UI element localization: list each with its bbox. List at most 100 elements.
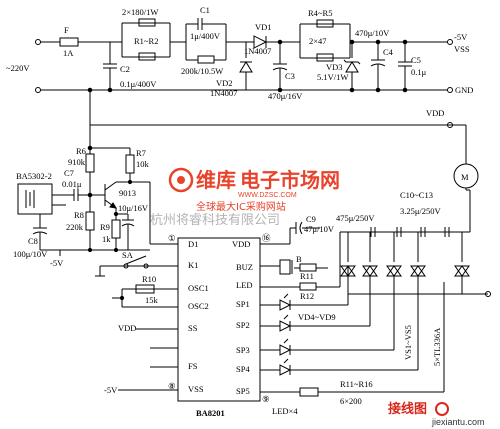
pin-sp3: SP3 [236, 345, 250, 355]
res-r11r16-label: R11~R16 [340, 379, 373, 389]
cap-c2-value: 0.1μ/400V [120, 79, 157, 89]
res-r8-value: 220k [66, 222, 84, 232]
cap-c3-value: 470μ/16V [268, 91, 303, 101]
watermark-brand: 维库 [196, 168, 236, 192]
diode-vd1-part: 1N4007 [244, 46, 271, 56]
cap-10uf-value: 10μ/16V [118, 203, 149, 213]
ic-ba5302 [17, 183, 53, 215]
ic-ba5302-label: BA5302-2 [16, 171, 52, 181]
cap-c10c13-label: C10~C13 [400, 190, 433, 200]
rail-gnd-label: GND [455, 85, 473, 95]
cap-c3-label: C3 [285, 71, 295, 81]
resistor-200k [197, 55, 215, 64]
resistor-r9 [111, 219, 121, 239]
pin-vdd: VDD [232, 239, 250, 249]
res-r11-label: R11 [300, 271, 314, 281]
cap-c8-value: 100μ/10V [13, 249, 48, 259]
resistor-r10 [135, 284, 155, 294]
resistor-r4 [316, 19, 334, 28]
pin-vss: VSS [188, 384, 204, 394]
cap-c8-label: C8 [28, 236, 38, 246]
fuse-rating: 1A [63, 48, 74, 58]
triac-vs2 [362, 265, 378, 277]
pin-number-8: ⑧ [168, 381, 176, 391]
diode-vd1 [253, 35, 268, 49]
watermark-hangzhou: 杭州将睿科技有限公司 [150, 213, 280, 228]
power-supply-section: ~220V F 1A C2 0.1μ/400V 2×180/1W R1~R2 [6, 5, 473, 128]
led-sp2 [279, 320, 292, 332]
pin-sp1: SP1 [236, 299, 250, 309]
triac-part-label: 5×TL336A [432, 327, 442, 366]
resistor-r6 [85, 153, 95, 173]
led-sp4 [279, 364, 292, 376]
terminal-gnd [447, 87, 453, 93]
diode-vd2-label: VD2 [216, 78, 233, 88]
zener-vd3-value: 5.1V/1W [317, 72, 348, 82]
led-count-label: LED×4 [272, 406, 298, 416]
cap-c2-label: C2 [120, 64, 130, 74]
res-r4r5-spec: 2×47 [309, 36, 327, 46]
sound-input-section: BA5302-2 C8 100μ/10V R6 910k R7 10k [13, 125, 176, 268]
terminal-motor [485, 291, 491, 297]
res-c1-parallel: 200k/10.5W [181, 66, 223, 76]
pin-sp4: SP4 [236, 364, 250, 374]
buzzer-label: B [296, 254, 302, 264]
res-r7-value: 10k [136, 159, 150, 169]
resistor-r11-r16 [299, 387, 319, 397]
pin-osc2: OSC2 [188, 301, 209, 311]
ba8201-section: BA8201 D1 K1 OSC1 OSC2 SS FS VSS VDD BUZ… [95, 214, 335, 418]
resistor-r8 [85, 211, 95, 231]
pin-ss: SS [188, 323, 198, 333]
neg5v-bottom-label: -5V [104, 385, 118, 395]
switch-sa-label: SA [122, 250, 134, 260]
pin-number-16: ⑯ [262, 233, 271, 243]
pin-number-9: ⑨ [262, 394, 270, 404]
neg5v-left-label: -5V [50, 258, 64, 268]
res-r11r16-value: 6×200 [340, 396, 362, 406]
rail-vss-label: VSS [454, 44, 470, 54]
ic-ba8201-label: BA8201 [196, 408, 225, 418]
res-r6-value: 910k [68, 157, 86, 167]
pin-buz: BUZ [236, 262, 253, 272]
led-sp1 [279, 299, 292, 311]
cap-c5-label: C5 [411, 55, 421, 65]
ac-terminal-top [35, 39, 41, 45]
fuse-symbol [59, 37, 79, 47]
resistor-r2 [138, 52, 156, 61]
res-r10-label: R10 [142, 274, 156, 284]
resistor-r5 [316, 53, 334, 62]
cap-c4-value: 470μ/10V [355, 28, 390, 38]
res-r10-value: 15k [145, 295, 159, 305]
led-sp3 [279, 344, 292, 356]
res-r9-label: R9 [100, 222, 110, 232]
buzzer [279, 259, 291, 275]
res-r4r5-label: R4~R5 [308, 8, 332, 18]
triac-vs5 [454, 265, 470, 277]
res-r6-label: R6 [76, 146, 86, 156]
watermark-market: 电子市场网 [240, 168, 340, 192]
triac-vs3 [386, 265, 402, 277]
pin-led: LED [236, 280, 253, 290]
vd4-vd9-label: VD4~VD9 [298, 312, 336, 322]
diode-vd1-label: VD1 [255, 22, 272, 32]
res-r9-value: 1k [102, 234, 111, 244]
pin-fs: FS [188, 361, 198, 371]
cap-c1-label: C1 [200, 5, 210, 15]
diode-vd2-part: 1N4007 [210, 88, 237, 98]
pin-k1: K1 [188, 260, 198, 270]
jiexiantu-cn: 接线图 [388, 401, 427, 417]
pin-sp2: SP2 [236, 320, 250, 330]
dzsc-logo-icon [168, 167, 194, 193]
ac-terminal-bottom [35, 87, 41, 93]
res-r7-label: R7 [136, 148, 146, 158]
ac-input-label: ~220V [6, 63, 30, 73]
watermark-dzsc: 维库 电子市场网 WWW.DZSC.COM 全球最大IC采购网站 杭州将睿科技有… [150, 167, 340, 228]
triac-vs4 [410, 265, 426, 277]
rail-vdd-label: VDD [426, 108, 444, 118]
pin-d1: D1 [188, 239, 198, 249]
triac-vs-label: VS1~VS5 [403, 325, 413, 360]
cap-c7-value: 0.01μ [62, 179, 82, 189]
res-r8-label: R8 [74, 210, 84, 220]
cap-c5-value: 0.1μ [411, 67, 427, 77]
switch-sa-contact-right [143, 263, 149, 269]
